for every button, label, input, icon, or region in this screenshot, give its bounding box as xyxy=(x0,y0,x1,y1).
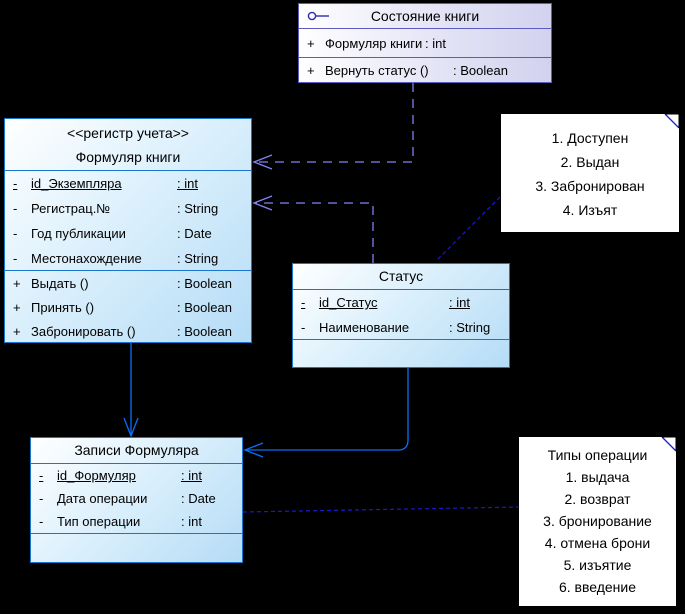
note-line: 1. выдача xyxy=(565,469,630,485)
attributes-compartment: - id_Статус : int - Наименование : Strin… xyxy=(293,289,509,339)
class-book-state[interactable]: Состояние книги + Формуляр книги : int +… xyxy=(298,3,552,83)
class-status-title: Статус xyxy=(293,264,509,289)
attribute-type: : String xyxy=(449,320,491,335)
attribute-name: Местонахождение xyxy=(31,251,142,266)
attribute-name: id_Экземпляра xyxy=(31,176,122,191)
operation-type: : Boolean xyxy=(177,323,232,339)
class-status[interactable]: Статус - id_Статус : int - Наименование … xyxy=(292,263,510,368)
attribute-name: Регистрац.№ xyxy=(31,201,111,216)
attribute-name: Наименование xyxy=(319,320,410,335)
class-name: Состояние книги xyxy=(370,8,480,24)
note-fold-icon xyxy=(661,436,677,452)
attribute-type: : int xyxy=(449,295,470,310)
stereotype-label: <<регистр учета>> xyxy=(67,124,189,141)
note-line: 4. Изъят xyxy=(562,202,618,218)
attributes-compartment: + Формуляр книги : int xyxy=(299,28,551,57)
attribute-name: id_Формуляр xyxy=(57,468,136,483)
operation-name: Забронировать () xyxy=(31,323,136,339)
class-book-state-title: Состояние книги xyxy=(299,4,551,28)
association-book-form-to-form-records[interactable] xyxy=(123,343,139,438)
note-line: 5. изъятие xyxy=(563,557,632,573)
attribute-row: - Тип операции : int xyxy=(31,510,242,533)
note-line: 3. бронирование xyxy=(543,513,652,529)
attribute-row: - Дата операции : Date xyxy=(31,487,242,510)
class-name: Формуляр книги xyxy=(75,148,181,165)
operation-row: + Забронировать () : Boolean xyxy=(5,319,251,343)
operations-compartment-empty xyxy=(293,339,509,367)
attributes-compartment: - id_Формуляр : int - Дата операции : Da… xyxy=(31,463,242,533)
note-line: 1. Доступен xyxy=(551,130,629,146)
attribute-type: : int xyxy=(181,514,202,529)
visibility: - xyxy=(13,201,18,216)
attribute-type: : String xyxy=(177,201,219,216)
visibility: - xyxy=(39,514,44,529)
dependency-status-to-book-form[interactable] xyxy=(252,195,374,263)
note-line: 4. отмена брони xyxy=(544,535,651,551)
attribute-row: + Формуляр книги : int xyxy=(299,29,551,57)
note-fold-icon xyxy=(664,113,680,129)
attribute-row: - Местонахождение : String xyxy=(5,246,251,271)
note-line: 2. возврат xyxy=(564,491,631,507)
visibility: - xyxy=(39,468,44,483)
attribute-type: : int xyxy=(181,468,202,483)
association-status-to-form-records[interactable] xyxy=(243,368,409,458)
operation-type: : Boolean xyxy=(453,62,508,78)
attribute-type: : String xyxy=(177,251,219,266)
visibility: + xyxy=(13,323,21,339)
attributes-compartment: - id_Экземпляра : int - Регистрац.№ : St… xyxy=(5,170,251,270)
attribute-type: : Date xyxy=(181,491,216,506)
note-operation-types[interactable]: Типы операции 1. выдача 2. возврат 3. бр… xyxy=(518,436,677,607)
attribute-name: Тип операции xyxy=(57,514,141,529)
note-line: 2. Выдан xyxy=(560,154,620,170)
visibility: - xyxy=(39,491,44,506)
operation-type: : Boolean xyxy=(177,299,232,315)
note-line: 6. введение xyxy=(558,579,637,595)
attribute-row: - Регистрац.№ : String xyxy=(5,196,251,221)
note-status-values[interactable]: 1. Доступен 2. Выдан 3. Забронирован 4. … xyxy=(500,113,680,233)
visibility: - xyxy=(13,176,18,191)
operation-row: + Вернуть статус () : Boolean xyxy=(299,58,551,82)
visibility: + xyxy=(307,35,315,51)
class-form-records[interactable]: Записи Формуляра - id_Формуляр : int - Д… xyxy=(30,437,243,563)
operation-name: Принять () xyxy=(31,299,95,315)
operations-compartment: + Выдать () : Boolean + Принять () : Boo… xyxy=(5,270,251,342)
visibility: - xyxy=(13,226,18,241)
attribute-row: - Наименование : String xyxy=(293,315,509,340)
lollipop-interface-icon xyxy=(307,11,329,21)
visibility: + xyxy=(13,275,21,291)
operation-name: Выдать () xyxy=(31,275,89,291)
class-name: Статус xyxy=(378,268,424,284)
attribute-name: id_Статус xyxy=(319,295,378,310)
operation-row: + Выдать () : Boolean xyxy=(5,271,251,295)
attribute-name: Дата операции xyxy=(57,491,148,506)
attribute-row: - id_Статус : int xyxy=(293,290,509,315)
attribute-type: : int xyxy=(177,176,198,191)
operation-type: : Boolean xyxy=(177,275,232,291)
visibility: - xyxy=(13,251,18,266)
attribute-row: - id_Экземпляра : int xyxy=(5,171,251,196)
note-anchor-status-values[interactable] xyxy=(435,196,501,262)
visibility: - xyxy=(301,320,306,335)
attribute-name: Формуляр книги xyxy=(325,35,423,51)
operation-row: + Принять () : Boolean xyxy=(5,295,251,319)
class-book-form[interactable]: <<регистр учета>> Формуляр книги - id_Эк… xyxy=(4,118,252,343)
attribute-name: Год публикации xyxy=(31,226,126,241)
attribute-type: : Date xyxy=(177,226,212,241)
class-name: Записи Формуляра xyxy=(74,442,199,458)
note-line: 3. Забронирован xyxy=(535,178,645,194)
note-line: Типы операции xyxy=(547,447,648,463)
attribute-row: - Год публикации : Date xyxy=(5,221,251,246)
attribute-row: - id_Формуляр : int xyxy=(31,464,242,487)
visibility: + xyxy=(307,62,315,78)
visibility: - xyxy=(301,295,306,310)
dependency-book-state-to-book-form[interactable] xyxy=(252,83,414,170)
note-anchor-operation-types[interactable] xyxy=(242,506,519,513)
class-form-records-title: Записи Формуляра xyxy=(31,438,242,463)
operations-compartment: + Вернуть статус () : Boolean xyxy=(299,57,551,82)
operations-compartment-empty xyxy=(31,533,242,562)
visibility: + xyxy=(13,299,21,315)
operation-name: Вернуть статус () xyxy=(325,62,429,78)
class-book-form-title: <<регистр учета>> Формуляр книги xyxy=(5,119,251,170)
attribute-type: : int xyxy=(425,35,446,51)
